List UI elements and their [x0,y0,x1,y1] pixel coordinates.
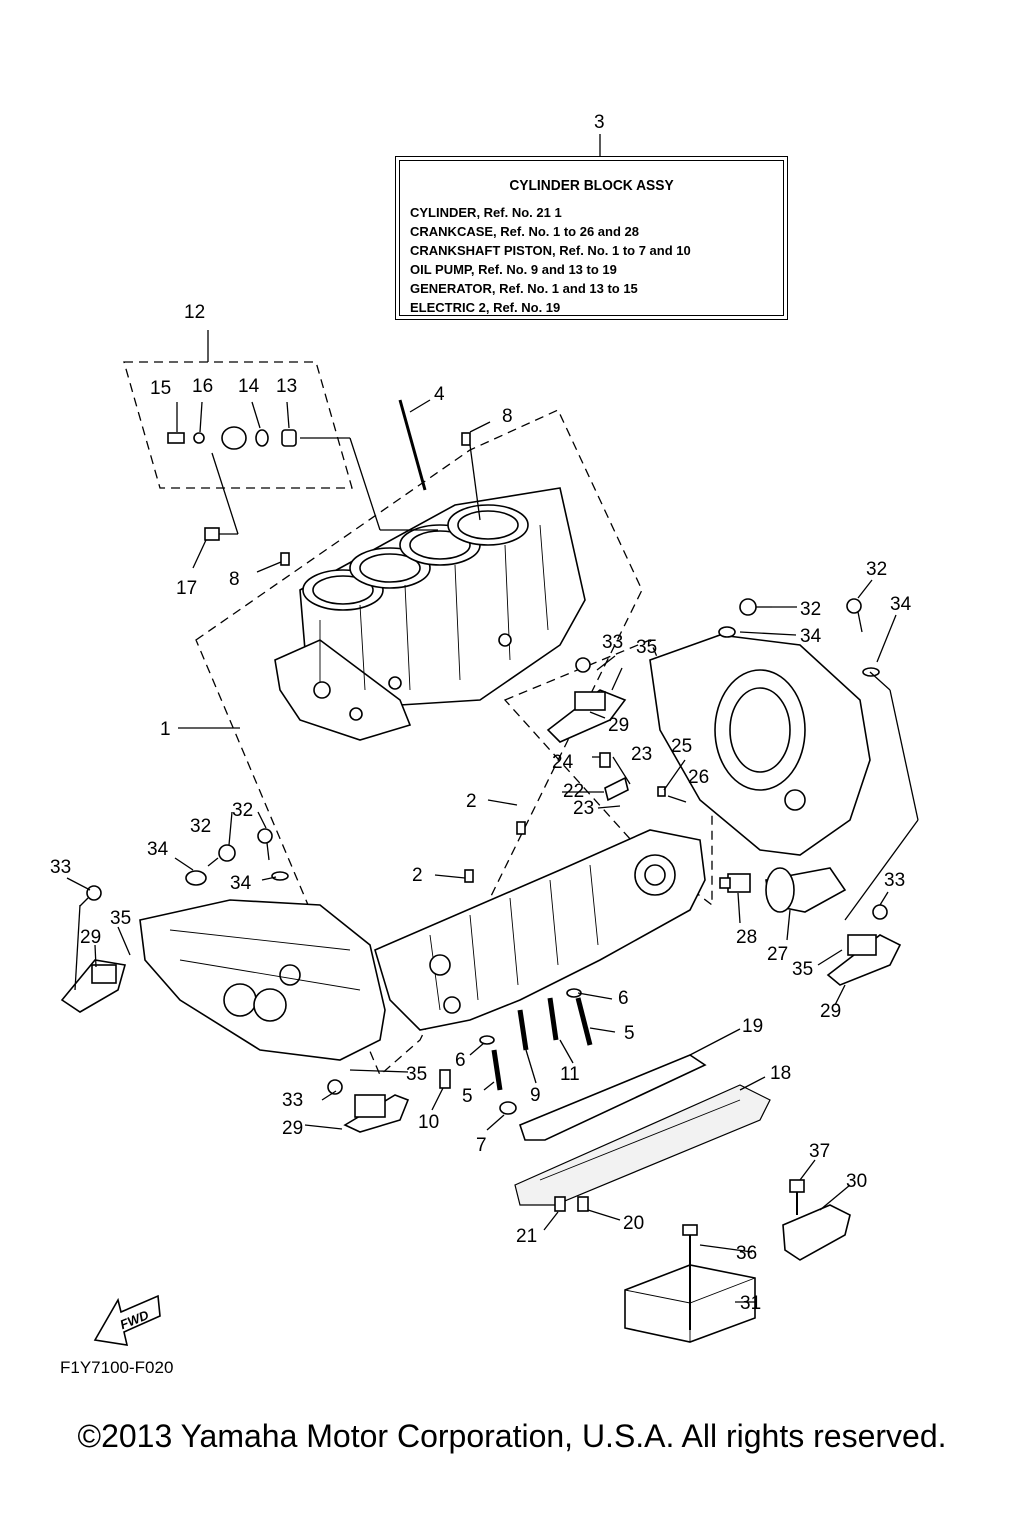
info-line: ELECTRIC 2, Ref. No. 19 [410,300,561,315]
callout-21: 21 [516,1226,537,1247]
oil-filter [765,867,847,913]
crankcase [374,829,706,1031]
callout-17: 17 [176,578,197,599]
callout-5a: 5 [624,1023,635,1044]
leader-lines [66,134,919,1303]
cylinder-block-assy-info-box: CYLINDER BLOCK ASSY CYLINDER, Ref. No. 2… [395,156,788,320]
fwd-arrow-icon: FWD [93,1294,161,1346]
bolt-36 [682,1224,698,1330]
callout-11: 11 [560,1064,580,1085]
info-box-title: CYLINDER BLOCK ASSY [509,177,674,194]
callout-6a: 6 [618,988,629,1009]
callout-34d: 34 [230,873,252,894]
callout-14: 14 [238,376,260,397]
oil-filter-union [719,873,751,893]
callout-24: 24 [552,752,574,773]
callout-35a: 35 [636,637,657,658]
callout-34b: 34 [800,626,822,647]
callout-29d: 29 [282,1118,303,1139]
callout-23b: 23 [573,798,594,819]
bolt-37 [789,1179,805,1215]
callout-16: 16 [192,376,213,397]
callout-35c: 35 [792,959,813,980]
callout-33b: 33 [50,857,71,878]
callout-22: 22 [563,781,584,802]
cylinder-block-outline [195,409,643,1077]
callout-15: 15 [150,378,171,399]
engine-mount-lower [343,1094,410,1133]
engine-mount-left [60,959,127,1013]
drawing-code: F1Y7100-F020 [60,1358,174,1377]
callout-1: 1 [160,719,171,740]
info-box-inner: CYLINDER BLOCK ASSY CYLINDER, Ref. No. 2… [399,160,784,316]
sensor-parts [167,426,297,450]
callout-37: 37 [809,1141,830,1162]
callout-32c: 32 [232,800,253,821]
callout-19: 19 [742,1016,763,1037]
callout-2b: 2 [412,865,423,886]
callout-32d: 32 [190,816,211,837]
copyright-notice: ©2013 Yamaha Motor Corporation, U.S.A. A… [77,1418,947,1454]
crankcase-outline [503,639,713,907]
engine-mount-center [546,689,627,743]
callout-2a: 2 [466,791,477,812]
callout-32a: 32 [866,559,887,580]
callout-4: 4 [434,384,445,405]
callout-25: 25 [671,736,692,757]
cylinder-block [274,487,586,741]
engine-mount-right [826,934,902,986]
misc-fasteners [79,432,888,1212]
callout-7: 7 [476,1135,487,1156]
callout-31: 31 [740,1293,761,1314]
callout-34a: 34 [890,594,912,615]
callout-8a: 8 [502,406,513,427]
info-line: CYLINDER, Ref. No. 21 1 [410,205,562,220]
callout-5b: 5 [462,1086,473,1107]
callout-numbers: 3 12 15 16 14 13 4 8 17 8 32 32 34 34 33… [50,112,912,1314]
callout-32b: 32 [800,599,821,620]
callout-30: 30 [846,1171,867,1192]
oil-pan [514,1084,771,1206]
callout-33d: 33 [282,1090,303,1111]
callout-8b: 8 [229,569,240,590]
callout-13: 13 [276,376,297,397]
info-line: OIL PUMP, Ref. No. 9 and 13 to 19 [410,262,617,277]
callout-33a: 33 [602,632,623,653]
left-side-cover [139,899,386,1061]
callout-35d: 35 [406,1064,427,1085]
callout-29a: 29 [608,715,629,736]
callout-18: 18 [770,1063,791,1084]
callout-35b: 35 [110,908,131,929]
callout-6b: 6 [455,1050,466,1071]
oil-pan-gasket [519,1054,707,1141]
callout-36: 36 [736,1243,757,1264]
bolt-17 [204,527,238,541]
callout-3: 3 [594,112,605,133]
callout-20: 20 [623,1213,644,1234]
callout-23a: 23 [631,744,652,765]
callout-29c: 29 [820,1001,841,1022]
info-line: CRANKCASE, Ref. No. 1 to 26 and 28 [410,224,639,239]
callout-26: 26 [688,767,709,788]
info-line: CRANKSHAFT PISTON, Ref. No. 1 to 7 and 1… [410,243,691,258]
stud-bolt [398,399,427,491]
callout-10: 10 [418,1112,439,1133]
callout-33c: 33 [884,870,905,891]
callout-29b: 29 [80,927,101,948]
callout-34c: 34 [147,839,169,860]
callout-28: 28 [736,927,757,948]
callout-9: 9 [530,1085,541,1106]
callout-12: 12 [184,302,205,323]
group-12-outline [123,361,353,489]
info-line: GENERATOR, Ref. No. 1 and 13 to 15 [410,281,638,296]
callout-27: 27 [767,944,788,965]
bracket-30 [782,1204,851,1261]
right-side-cover [649,634,871,856]
